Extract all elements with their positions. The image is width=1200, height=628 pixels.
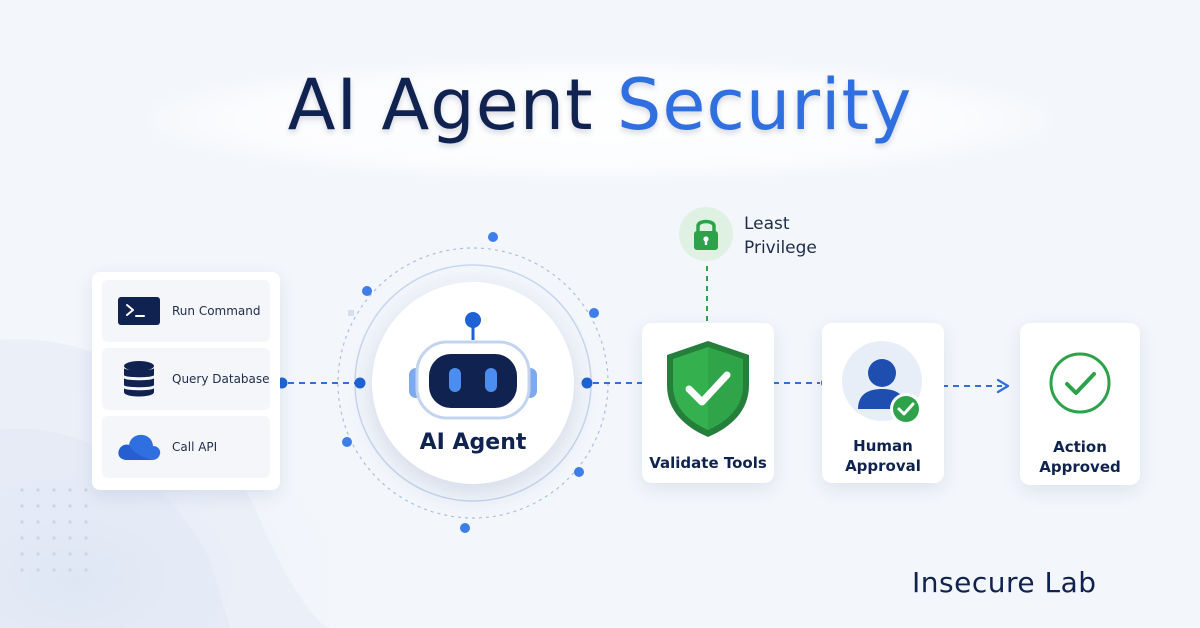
orbit-dot bbox=[342, 437, 352, 447]
title-highlight bbox=[150, 60, 1050, 180]
action-approved-card[interactable]: Action Approved bbox=[1020, 323, 1140, 485]
decor-dot bbox=[52, 520, 56, 524]
orbit-square bbox=[348, 310, 354, 316]
lock-icon bbox=[679, 207, 733, 261]
tools-panel: Run Command Query Database Call API bbox=[92, 272, 280, 490]
validate-tools-label: Validate Tools bbox=[649, 454, 767, 472]
action-approved-line1: Action bbox=[1053, 438, 1107, 456]
decor-dot bbox=[68, 536, 72, 540]
decor-dot bbox=[36, 504, 40, 508]
decor-dot bbox=[52, 568, 56, 572]
decor-dot bbox=[20, 552, 24, 556]
decor-dot bbox=[20, 568, 24, 572]
title-main: AI Agent bbox=[287, 64, 594, 146]
orbit-dot bbox=[362, 286, 372, 296]
decor-dot bbox=[84, 520, 88, 524]
decor-dot bbox=[20, 536, 24, 540]
check-circle-icon bbox=[1049, 352, 1111, 414]
decor-dot bbox=[68, 504, 72, 508]
least-privilege-label: Least Privilege bbox=[744, 212, 817, 260]
decor-dot bbox=[52, 552, 56, 556]
action-approved-label: Action Approved bbox=[1020, 437, 1140, 477]
human-approval-card[interactable]: Human Approval bbox=[822, 323, 944, 483]
user-check-icon bbox=[842, 341, 922, 425]
least-privilege-line2: Privilege bbox=[744, 238, 817, 258]
cloud-icon bbox=[116, 427, 162, 467]
decor-dot bbox=[84, 536, 88, 540]
action-approved-line2: Approved bbox=[1039, 458, 1121, 476]
human-approval-line2: Approval bbox=[845, 457, 921, 475]
decor-dot bbox=[68, 552, 72, 556]
tool-item-run-command[interactable]: Run Command bbox=[102, 280, 270, 342]
tool-item-query-database[interactable]: Query Database bbox=[102, 348, 270, 410]
decor-dot bbox=[52, 488, 56, 492]
decor-dot bbox=[84, 552, 88, 556]
tool-label: Call API bbox=[172, 440, 218, 454]
decor-dot bbox=[68, 488, 72, 492]
decor-dot bbox=[84, 488, 88, 492]
ai-agent-node[interactable]: AI Agent bbox=[372, 282, 574, 484]
tool-label: Query Database bbox=[172, 372, 270, 386]
robot-icon bbox=[409, 312, 537, 420]
human-approval-label: Human Approval bbox=[822, 436, 944, 476]
orbit-dot bbox=[488, 232, 498, 242]
database-icon bbox=[116, 359, 162, 399]
decor-dot bbox=[52, 536, 56, 540]
arrow-head-icon bbox=[996, 378, 1010, 394]
tool-label: Run Command bbox=[172, 304, 261, 318]
least-privilege-line1: Least bbox=[744, 214, 790, 234]
decor-dot bbox=[36, 536, 40, 540]
decor-dot bbox=[84, 504, 88, 508]
decor-dot bbox=[20, 504, 24, 508]
decor-dot bbox=[36, 552, 40, 556]
agent-label: AI Agent bbox=[419, 430, 527, 455]
decor-dot bbox=[84, 568, 88, 572]
decor-dot bbox=[52, 504, 56, 508]
orbit-dot bbox=[589, 308, 599, 318]
title-accent: Security bbox=[616, 64, 913, 146]
tool-item-call-api[interactable]: Call API bbox=[102, 416, 270, 478]
validate-tools-card[interactable]: Validate Tools bbox=[642, 323, 774, 483]
page-title: AI Agent Security bbox=[0, 64, 1200, 146]
orbit-dot bbox=[574, 467, 584, 477]
connector-endpoint bbox=[581, 377, 593, 389]
connector-endpoint bbox=[354, 377, 366, 389]
decor-dot bbox=[20, 488, 24, 492]
terminal-icon bbox=[116, 291, 162, 331]
decor-dot bbox=[20, 520, 24, 524]
orbit-dot bbox=[460, 523, 470, 533]
decor-dot bbox=[68, 568, 72, 572]
human-approval-line1: Human bbox=[853, 437, 913, 455]
decor-dot bbox=[36, 488, 40, 492]
brand-name: Insecure Lab bbox=[912, 566, 1097, 599]
decor-dot bbox=[36, 520, 40, 524]
decor-dot bbox=[36, 568, 40, 572]
decor-dot bbox=[68, 520, 72, 524]
shield-check-icon bbox=[667, 341, 749, 437]
